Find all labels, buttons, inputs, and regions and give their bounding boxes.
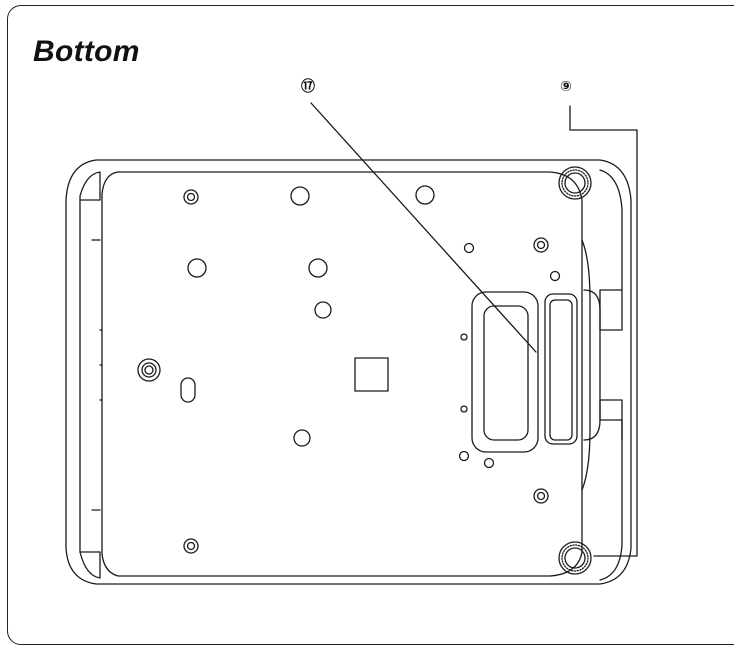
screw-hole [533, 237, 549, 253]
callout-label-9: ⑨ [560, 79, 572, 95]
small-hole [549, 270, 561, 282]
hole [415, 185, 435, 205]
left-rail-bottom [79, 551, 101, 579]
screw-hole [183, 538, 199, 554]
lamp-cover-grip [544, 293, 578, 445]
foot-top-right [558, 166, 592, 200]
right-rail [599, 169, 623, 581]
screw-hole [533, 488, 549, 504]
callout-line-17 [310, 102, 537, 353]
left-rail-top [79, 171, 101, 201]
center-square [354, 357, 389, 392]
hole [187, 258, 207, 278]
small-hole [483, 457, 495, 469]
section-title: Bottom [33, 35, 140, 68]
right-side-bump-top [583, 289, 623, 331]
bottom-plate [101, 171, 583, 577]
right-channel-inner [581, 239, 591, 491]
oval-slot [180, 377, 196, 403]
hole [293, 429, 311, 447]
lamp-cover [471, 291, 539, 453]
left-side-groove [91, 239, 101, 511]
small-hole [463, 242, 475, 254]
screw-hole [183, 189, 199, 205]
hole [308, 258, 328, 278]
hole [314, 301, 332, 319]
projector-bottom-diagram [65, 102, 638, 585]
right-side-bump-bottom [583, 399, 623, 441]
small-hole [460, 333, 468, 341]
left-edge-notch [99, 329, 103, 401]
hole [290, 186, 310, 206]
callout-label-17: ⑰ [301, 79, 315, 95]
small-hole [458, 450, 470, 462]
callout-line-9 [569, 105, 638, 557]
small-hole [460, 405, 468, 413]
mount-hole-large [137, 358, 161, 382]
foot-bottom-right [558, 541, 592, 575]
projector-outer-body [65, 159, 632, 585]
